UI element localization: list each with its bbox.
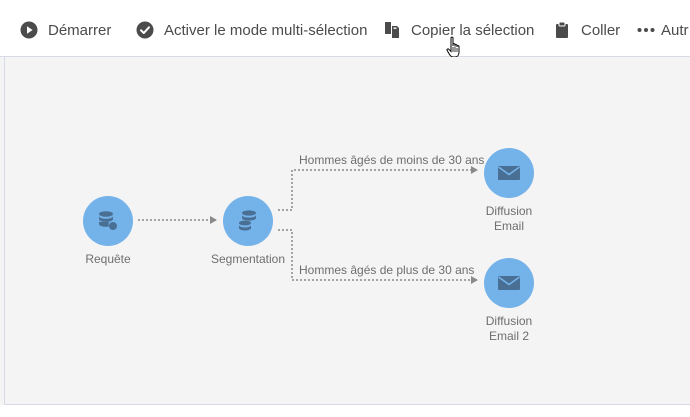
envelope-icon [498, 276, 520, 290]
copy-selection-label: Copier la sélection [411, 21, 535, 39]
multiselect-label: Activer le mode multi-sélection [164, 21, 368, 39]
link-segmentation-email1[interactable] [278, 166, 478, 211]
node-email-delivery-1[interactable]: Diffusion Email [459, 148, 559, 234]
canvas-footer [0, 405, 690, 417]
start-button[interactable]: Démarrer [20, 18, 111, 42]
link-segmentation-email2[interactable] [278, 229, 478, 284]
node-email-delivery-1-label: Diffusion Email [459, 204, 559, 234]
link-label-under-30: Hommes âgés de moins de 30 ans [299, 153, 485, 167]
node-email-delivery-2-label-line1: Diffusion [485, 314, 533, 328]
toolbar: Démarrer Activer le mode multi-sélection… [0, 0, 690, 58]
clipboard-icon [553, 21, 571, 39]
node-segmentation-circle[interactable] [223, 196, 273, 246]
workflow-links [138, 166, 478, 284]
paste-button[interactable]: Coller [553, 18, 620, 42]
canvas-border [4, 57, 5, 405]
copy-icon [383, 21, 401, 39]
database-split-icon [239, 210, 256, 231]
node-segmentation[interactable]: Segmentation [198, 196, 298, 267]
hand-pointer-icon [446, 36, 464, 65]
multiselect-button[interactable]: Activer le mode multi-sélection [136, 18, 367, 42]
node-email-delivery-2-label: Diffusion Email 2 [459, 314, 559, 344]
canvas-border-bottom [4, 404, 690, 405]
paste-label: Coller [581, 21, 621, 39]
node-email-delivery-1-label-line1: Diffusion [485, 204, 533, 218]
more-dots-icon [637, 21, 655, 39]
node-requete[interactable]: Requête [58, 196, 158, 267]
node-email-delivery-2[interactable]: Diffusion Email 2 [459, 258, 559, 344]
play-icon [20, 21, 38, 39]
node-requete-circle[interactable] [83, 196, 133, 246]
database-query-icon [99, 211, 117, 230]
workflow-canvas[interactable]: Hommes âgés de moins de 30 ans Hommes âg… [0, 57, 690, 417]
copy-selection-button[interactable]: Copier la sélection [383, 18, 534, 42]
envelope-icon [498, 166, 520, 180]
more-button[interactable]: Autr [637, 18, 689, 42]
more-label: Autr [661, 21, 689, 39]
node-segmentation-label: Segmentation [210, 252, 286, 266]
start-label: Démarrer [48, 21, 112, 39]
node-email-delivery-2-circle[interactable] [484, 258, 534, 308]
node-requete-label: Requête [85, 252, 131, 266]
node-email-delivery-1-circle[interactable] [484, 148, 534, 198]
node-email-delivery-1-label-line2: Email [493, 219, 524, 233]
link-label-over-30: Hommes âgés de plus de 30 ans [299, 263, 475, 277]
check-circle-icon [136, 21, 154, 39]
node-email-delivery-2-label-line2: Email 2 [488, 329, 529, 343]
